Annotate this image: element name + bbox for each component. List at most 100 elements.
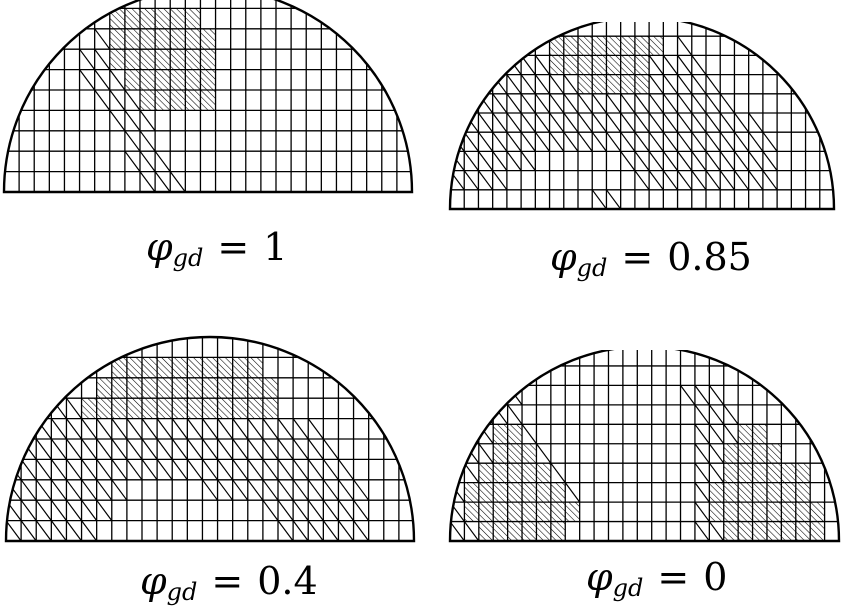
diagonal-cell [35,479,52,501]
diagonal-cell [109,89,126,111]
diagonal-cell [705,151,721,171]
diagonal-cell [171,459,188,481]
hatched-cell [550,521,566,541]
hatched-cell [124,69,140,90]
diagonal-cell [591,131,607,152]
hatched-cell [142,377,158,399]
hatched-cell [232,357,248,378]
diagonal-cell [463,521,480,541]
diagonal-cell [79,48,96,70]
diagonal-cell [277,499,294,521]
diagonal-cell [477,151,494,171]
diagonal-cell [691,93,707,114]
diagonal-cell [232,418,249,440]
diagonal-cell [535,443,552,464]
diagonal-cell [694,443,710,464]
hatched-cell [620,74,635,94]
hatched-cell [550,482,566,503]
hatched-cell [592,55,607,75]
hatched-cell [606,74,621,94]
grid-cells [6,337,414,541]
diagonal-cell [691,55,707,75]
hatched-cell [620,36,635,56]
hatched-cell [752,443,767,464]
diagonal-cell [20,479,37,501]
hatched-cell [766,443,782,464]
hatched-cell [549,36,564,56]
diagonal-cell [96,499,113,521]
caption-subscript: gd [612,574,644,602]
diagonal-cell [337,520,355,541]
diagonal-cell [733,131,750,152]
hatched-cell [709,482,724,503]
hatched-cell [157,377,173,399]
hatched-cell [507,482,523,503]
diagonal-cell [81,479,98,501]
hatched-cell [140,90,156,111]
diagonal-cell [186,418,203,440]
diagonal-cell [262,479,279,501]
diagonal-cell [65,479,83,501]
diagonal-cell [762,170,778,191]
diagonal-cell [50,499,67,521]
diagonal-cell [591,93,607,114]
diagonal-cell [677,112,693,133]
hatched-cell [140,49,156,70]
diagonal-cell [139,150,156,172]
diagonal-cell [705,131,721,152]
hatched-cell [217,377,233,399]
diagonal-cell [81,438,98,460]
caption-subscript: gd [166,578,198,606]
diagonal-cell [549,131,565,152]
diagonal-cell [478,443,494,464]
diagonal-cell [277,479,294,501]
grid-cells [4,0,412,192]
diagonal-cell [292,479,309,501]
diagonal-cell [564,482,581,503]
grid-cells [450,22,834,209]
diagonal-cell [563,93,579,114]
diagonal-cell [292,418,309,440]
diagonal-cell [677,93,693,114]
diagonal-cell [65,459,83,481]
diagonal-cell [353,520,370,541]
diagonal-cell [94,28,111,50]
panel-caption-phi-0: φgd=0 [586,558,727,600]
hatched-cell [262,398,278,419]
diagonal-cell [124,150,141,172]
hatched-cell [578,36,593,56]
hatched-cell [142,357,158,378]
hatched-cell [649,36,664,56]
diagonal-cell [680,385,696,406]
diagonal-cell [463,131,479,152]
diagonal-cell [186,438,203,460]
diagonal-cell [65,418,83,440]
hatched-cell [781,463,796,483]
semicircle-outline [448,350,841,543]
hatched-cell [766,502,782,522]
diagonal-cell [232,438,249,460]
hatched-cell [795,502,811,522]
hatched-cell [217,398,233,419]
diagonal-cell [292,459,309,481]
diagonal-cell [549,93,565,114]
diagonal-cell [591,189,607,209]
diagonal-cell [277,520,294,541]
diagonal-cell [648,151,664,171]
diagonal-cell [94,69,111,91]
diagonal-cell [247,418,264,440]
diagonal-cell [65,397,83,419]
hatched-cell [752,482,767,503]
hatched-cell [124,49,140,70]
diagonal-cell [719,93,735,114]
diagonal-cell [50,418,67,440]
diagonal-cell [748,151,764,171]
hatched-cell [738,463,753,483]
hatched-cell [200,28,216,50]
diagonal-cell [534,74,551,95]
hatched-cell [493,502,508,522]
caption-equals: = [621,235,654,279]
hatched-cell [232,398,248,419]
hatched-cell [124,8,140,29]
diagonal-cell [705,170,721,191]
